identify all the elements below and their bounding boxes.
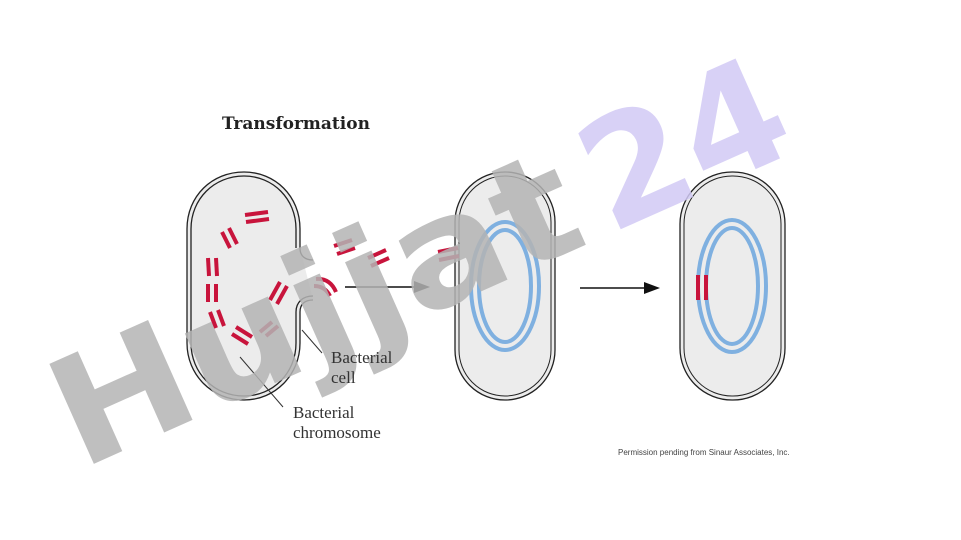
bacterial-cell-1: [186, 171, 314, 401]
label-line: chromosome: [293, 423, 381, 442]
bacterial-chromosome-label: Bacterial chromosome: [293, 403, 381, 443]
label-line: cell: [331, 368, 356, 387]
label-line: Bacterial: [331, 348, 393, 367]
bacterial-cell-label: Bacterial cell: [331, 348, 392, 388]
diagram-title: Transformation: [222, 114, 370, 134]
label-line: Bacterial: [293, 403, 355, 422]
arrow-1: [345, 281, 430, 293]
bacterial-cell-2: [454, 171, 556, 401]
bacterial-cell-3: [679, 171, 786, 401]
plasmid-ring: [469, 220, 541, 352]
arrow-2: [580, 282, 660, 294]
permission-credit: Permission pending from Sinaur Associate…: [618, 448, 790, 457]
integrated-dna-segment: [696, 275, 708, 300]
svg-text:Hujjat: Hujjat: [24, 116, 606, 503]
bacterial-chromosome-fragments: [206, 210, 460, 346]
